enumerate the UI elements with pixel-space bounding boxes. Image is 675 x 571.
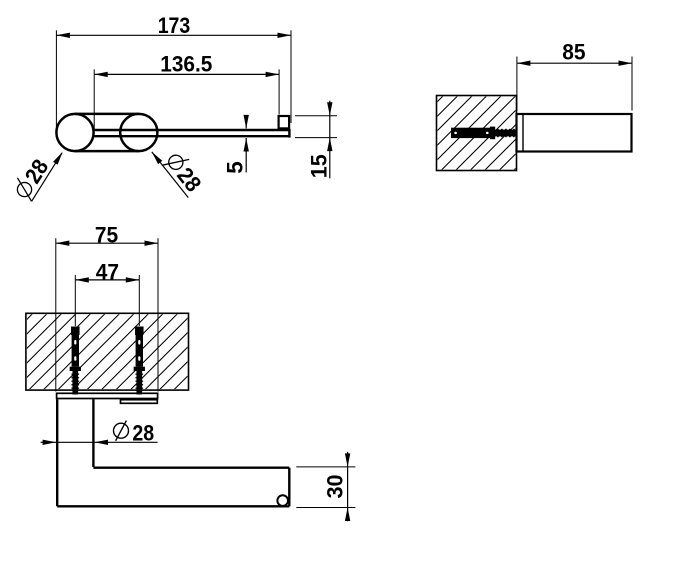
svg-text:85: 85 (562, 39, 585, 64)
svg-text:5: 5 (222, 161, 247, 174)
svg-text:136.5: 136.5 (160, 52, 212, 77)
svg-text:28: 28 (132, 421, 154, 446)
svg-text:173: 173 (158, 13, 191, 38)
svg-text:15: 15 (306, 154, 331, 178)
svg-text:75: 75 (95, 222, 118, 247)
svg-text:47: 47 (96, 260, 119, 285)
svg-text:30: 30 (322, 475, 347, 499)
